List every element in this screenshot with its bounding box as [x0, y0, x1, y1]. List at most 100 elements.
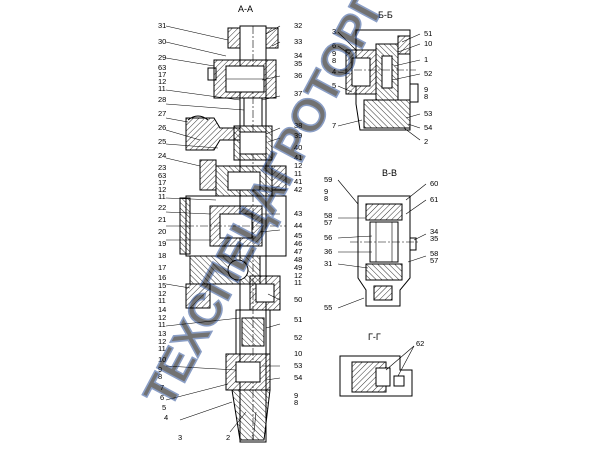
- label: 8: [158, 372, 162, 381]
- vv-housing: [357, 195, 411, 307]
- label: 3: [332, 27, 336, 36]
- label: 55: [324, 303, 332, 312]
- label: 36: [324, 247, 332, 256]
- bb-plug: [409, 83, 419, 103]
- label: 4: [332, 67, 336, 76]
- label: 48: [294, 255, 302, 264]
- label: 10: [158, 355, 166, 364]
- lower-gear-1-bearing: [227, 259, 249, 281]
- label: 9: [424, 85, 428, 94]
- label: 4: [164, 413, 168, 422]
- label: 50: [294, 295, 302, 304]
- label: 11: [294, 278, 302, 287]
- label: 52: [424, 69, 432, 78]
- section-gg: Г-Г 62: [339, 332, 424, 397]
- label: 34: [430, 227, 438, 236]
- label: 57: [430, 256, 438, 265]
- label: 42: [294, 185, 302, 194]
- label: 35: [294, 59, 302, 68]
- label: 28: [158, 95, 166, 104]
- label: 19: [158, 239, 166, 248]
- label: 53: [294, 361, 302, 370]
- label: 1: [251, 433, 255, 442]
- section-bb-title: Б-Б: [378, 10, 393, 20]
- label: 12: [158, 289, 166, 298]
- label: 9: [158, 365, 162, 374]
- vv-bottom-bearing: [365, 263, 403, 281]
- label: 60: [430, 179, 438, 188]
- label: 47: [294, 247, 302, 256]
- top-cover: [265, 27, 279, 49]
- label: 22: [158, 203, 166, 212]
- label: 12: [294, 161, 302, 170]
- label: 45: [294, 231, 302, 240]
- label: 12: [158, 313, 166, 322]
- label: 59: [324, 175, 332, 184]
- label: 63: [158, 63, 166, 72]
- label: 11: [158, 296, 166, 305]
- bottom-shaft-end: [231, 389, 271, 441]
- label: 8: [332, 56, 336, 65]
- vv-top-bearing: [365, 203, 403, 221]
- label: 10: [294, 349, 302, 358]
- label: 20: [158, 227, 166, 236]
- label: 37: [294, 89, 302, 98]
- label: 31: [324, 259, 332, 268]
- label: 1: [424, 55, 428, 64]
- label: 15: [158, 281, 166, 290]
- section-aa-leaders: [165, 25, 281, 433]
- label: 49: [294, 263, 302, 272]
- label: 3: [178, 433, 182, 442]
- label: 23: [158, 163, 166, 172]
- label: 43: [294, 209, 302, 218]
- label: 11: [158, 84, 166, 93]
- label: 33: [294, 37, 302, 46]
- section-vv-title: В-В: [382, 168, 397, 178]
- label: 17: [158, 263, 166, 272]
- label: 11: [158, 320, 166, 329]
- label: 52: [294, 333, 302, 342]
- belt-pulley: [185, 117, 241, 151]
- label: 24: [158, 151, 166, 160]
- label: 30: [158, 37, 166, 46]
- label: 51: [294, 315, 302, 324]
- label: 6: [160, 393, 164, 402]
- label: 9: [332, 49, 336, 58]
- label: 9: [324, 187, 328, 196]
- label: 10: [424, 39, 432, 48]
- label: 18: [158, 251, 166, 260]
- label: 56: [324, 233, 332, 242]
- label: 38: [294, 121, 302, 130]
- top-bolt: [207, 67, 217, 81]
- section-bb-leaders: [337, 31, 421, 141]
- gg-plug: [393, 375, 405, 387]
- label: 5: [332, 81, 336, 90]
- label: 11: [158, 192, 166, 201]
- label: 12: [158, 185, 166, 194]
- label: 57: [324, 218, 332, 227]
- label: 61: [430, 195, 438, 204]
- label: 40: [294, 143, 302, 152]
- label: 12: [294, 271, 302, 280]
- label: 7: [332, 121, 336, 130]
- label: 53: [424, 109, 432, 118]
- label: 21: [158, 215, 166, 224]
- label: 34: [294, 51, 302, 60]
- label: 11: [158, 344, 166, 353]
- section-aa-title: А-А: [238, 4, 253, 14]
- right-cover-1: [271, 165, 287, 191]
- label: 62: [416, 339, 424, 348]
- section-aa-left-labels: 31 30 29 63 17 12 11 28 27 26 25 24 23 6…: [158, 21, 182, 442]
- label: 54: [294, 373, 302, 382]
- label: 8: [324, 194, 328, 203]
- section-aa-right-labels: 32 33 34 35 36 37 38 39 40 41 12 11 41 4…: [226, 21, 302, 442]
- section-vv-labels: 59 9 8 58 57 56 36 31 55 60 61 34 35 58 …: [324, 175, 438, 312]
- section-aa: А-А: [179, 4, 287, 443]
- label: 7: [160, 383, 164, 392]
- gg-housing: [339, 355, 413, 397]
- label: 54: [424, 123, 432, 132]
- label: 63: [158, 171, 166, 180]
- section-vv: В-В: [350, 168, 420, 307]
- label: 29: [158, 53, 166, 62]
- label: 12: [158, 77, 166, 86]
